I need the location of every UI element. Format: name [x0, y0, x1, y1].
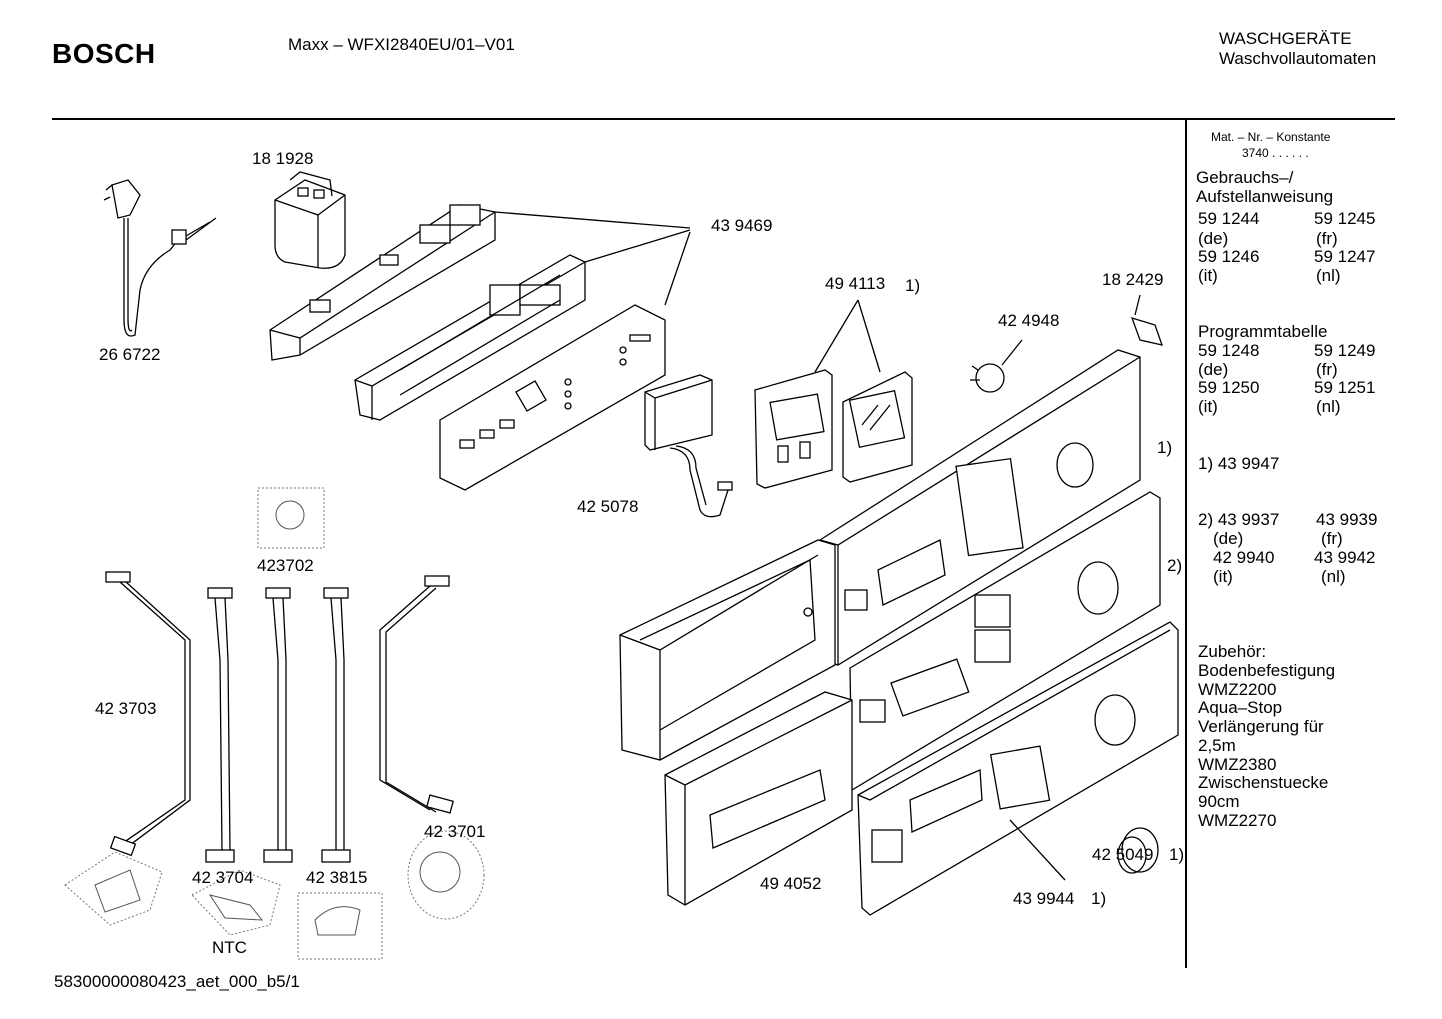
label-423703: 42 3703 [95, 699, 157, 718]
note-2a-lang: (de) [1213, 529, 1244, 548]
program-knob-part [1117, 827, 1159, 874]
label-panel-note-1: 1) [1157, 438, 1173, 457]
gebrauchs-1a-lang: (de) [1198, 229, 1229, 248]
module-frame-part [354, 254, 586, 421]
brand-logo: BOSCH [52, 38, 156, 69]
label-266722: 26 6722 [99, 345, 161, 364]
zubehoer-item: 2,5m [1198, 736, 1236, 755]
gebrauchs-2a: 59 1246 [1198, 247, 1260, 266]
zubehoer-title: Zubehör: [1198, 642, 1267, 661]
label-423701: 42 3701 [424, 822, 486, 841]
control-panel-1 [819, 349, 1141, 666]
gebrauchs-2a-lang: (it) [1198, 266, 1218, 285]
drawer-front-part [664, 691, 853, 906]
programm-1a-lang: (de) [1198, 360, 1229, 379]
knob-insert-part [970, 339, 1023, 393]
zubehoer-item: 90cm [1198, 792, 1240, 811]
mat-nr-label: Mat. – Nr. – Konstante [1211, 130, 1331, 144]
display-module-part [644, 374, 733, 518]
control-panel-2 [849, 491, 1161, 792]
gebrauchs-title-2: Aufstellanweisung [1196, 187, 1334, 206]
wire-harness-mid [263, 587, 293, 863]
mat-nr-value: 3740 . . . . . . [1242, 146, 1309, 160]
control-panel-3 [857, 621, 1179, 916]
zubehoer-item: WMZ2270 [1198, 811, 1277, 830]
category-line-2: Waschvollautomaten [1219, 49, 1377, 68]
gebrauchs-1b-lang: (fr) [1316, 229, 1338, 248]
note-3b-lang: (nl) [1321, 567, 1346, 586]
label-494113: 49 4113 [825, 274, 886, 293]
category-line-1: WASCHGERÄTE [1219, 29, 1352, 48]
label-439469: 43 9469 [711, 216, 773, 235]
programm-2b-lang: (nl) [1316, 397, 1341, 416]
label-panel-note-2: 2) [1167, 556, 1183, 575]
note-2a: 2) 43 9937 [1198, 510, 1280, 529]
programm-title: Programmtabelle [1198, 322, 1328, 341]
label-182429: 18 2429 [1102, 270, 1164, 289]
wire-harness-423703 [105, 571, 191, 857]
gebrauchs-1a: 59 1244 [1198, 209, 1260, 228]
label-424948: 42 4948 [998, 311, 1060, 330]
drawer-housing-part [619, 539, 836, 761]
label-ntc: NTC [212, 938, 247, 957]
label-425078: 42 5078 [577, 497, 639, 516]
zubehoer-item: Bodenbefestigung [1198, 661, 1336, 680]
note-3a: 42 9940 [1213, 548, 1275, 567]
label-494113-note: 1) [905, 276, 921, 295]
display-housing-part [754, 369, 913, 489]
label-439944-note: 1) [1091, 889, 1107, 908]
note-1: 1) 43 9947 [1198, 454, 1280, 473]
module-rail-part [269, 204, 496, 361]
document-id: 58300000080423_aet_000_b5/1 [54, 972, 300, 991]
label-181928: 18 1928 [252, 149, 314, 168]
pcb-part [439, 304, 666, 491]
gebrauchs-2b: 59 1247 [1314, 247, 1376, 266]
wire-harness-423704 [205, 587, 235, 863]
leader-439944 [1009, 819, 1066, 881]
label-425049: 42 5049 [1092, 845, 1154, 864]
programm-2a: 59 1250 [1198, 378, 1260, 397]
programm-2b: 59 1251 [1314, 378, 1376, 397]
zubehoer-item: Zwischenstuecke [1198, 773, 1329, 792]
leader-494113 [814, 299, 881, 373]
label-423704: 42 3704 [192, 868, 254, 887]
zubehoer-item: WMZ2380 [1198, 755, 1277, 774]
model-title: Maxx – WFXI2840EU/01–V01 [288, 35, 515, 54]
note-2b-lang: (fr) [1321, 529, 1343, 548]
zubehoer-item: WMZ2200 [1198, 680, 1277, 699]
zubehoer-item: Aqua–Stop [1198, 698, 1283, 717]
label-494052: 49 4052 [760, 874, 822, 893]
programm-1b: 59 1249 [1314, 341, 1376, 360]
label-439944: 43 9944 [1013, 889, 1075, 908]
reference-part-423702 [257, 487, 325, 549]
programm-2a-lang: (it) [1198, 397, 1218, 416]
reference-part-sensor [297, 892, 383, 960]
header-divider [52, 118, 1395, 120]
power-cord-part [103, 179, 217, 337]
gebrauchs-title-1: Gebrauchs–/ [1196, 168, 1294, 187]
label-423702: 423702 [257, 556, 314, 575]
programm-1a: 59 1248 [1198, 341, 1260, 360]
gebrauchs-1b: 59 1245 [1314, 209, 1376, 228]
programm-1b-lang: (fr) [1316, 360, 1338, 379]
sidebar-divider [1185, 120, 1187, 968]
label-423815: 42 3815 [306, 868, 368, 887]
leader-439469 [494, 211, 691, 306]
reference-part-right [407, 830, 485, 920]
zubehoer-item: Verlängerung für [1198, 717, 1324, 736]
wire-harness-423815 [321, 587, 351, 863]
note-2b: 43 9939 [1316, 510, 1378, 529]
gebrauchs-2b-lang: (nl) [1316, 266, 1341, 285]
reference-part-ntc [191, 869, 281, 936]
note-3b: 43 9942 [1314, 548, 1376, 567]
interference-filter-part [274, 171, 346, 269]
wire-harness-423701 [379, 575, 454, 814]
note-3a-lang: (it) [1213, 567, 1233, 586]
clip-part [1130, 294, 1164, 346]
label-425049-note: 1) [1169, 845, 1185, 864]
reference-part-bottom-left [64, 851, 163, 926]
